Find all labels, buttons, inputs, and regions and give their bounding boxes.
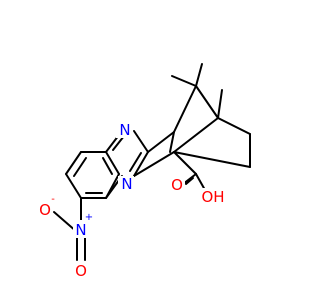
nitro-nitrogen-charge: + bbox=[85, 212, 93, 223]
carbonyl-oxygen-label: O bbox=[171, 176, 183, 194]
hydroxyl-label: OH bbox=[201, 188, 224, 206]
carboxylic-acid bbox=[173, 151, 206, 191]
norbornane-cage bbox=[133, 63, 251, 177]
nitrogen-bottom-label: N bbox=[121, 175, 132, 193]
atom-labels: N N N + O - O O OH bbox=[37, 121, 226, 280]
chemical-structure: N N N + O - O O OH bbox=[37, 63, 251, 280]
nitrogen-top-label: N bbox=[119, 121, 130, 139]
nitro-oxygen-left-charge: - bbox=[51, 194, 55, 205]
nitro-oxygen-left-label: O bbox=[39, 201, 51, 219]
nitro-oxygen-bottom-label: O bbox=[75, 262, 87, 280]
nitro-nitrogen-label: N bbox=[75, 221, 86, 239]
